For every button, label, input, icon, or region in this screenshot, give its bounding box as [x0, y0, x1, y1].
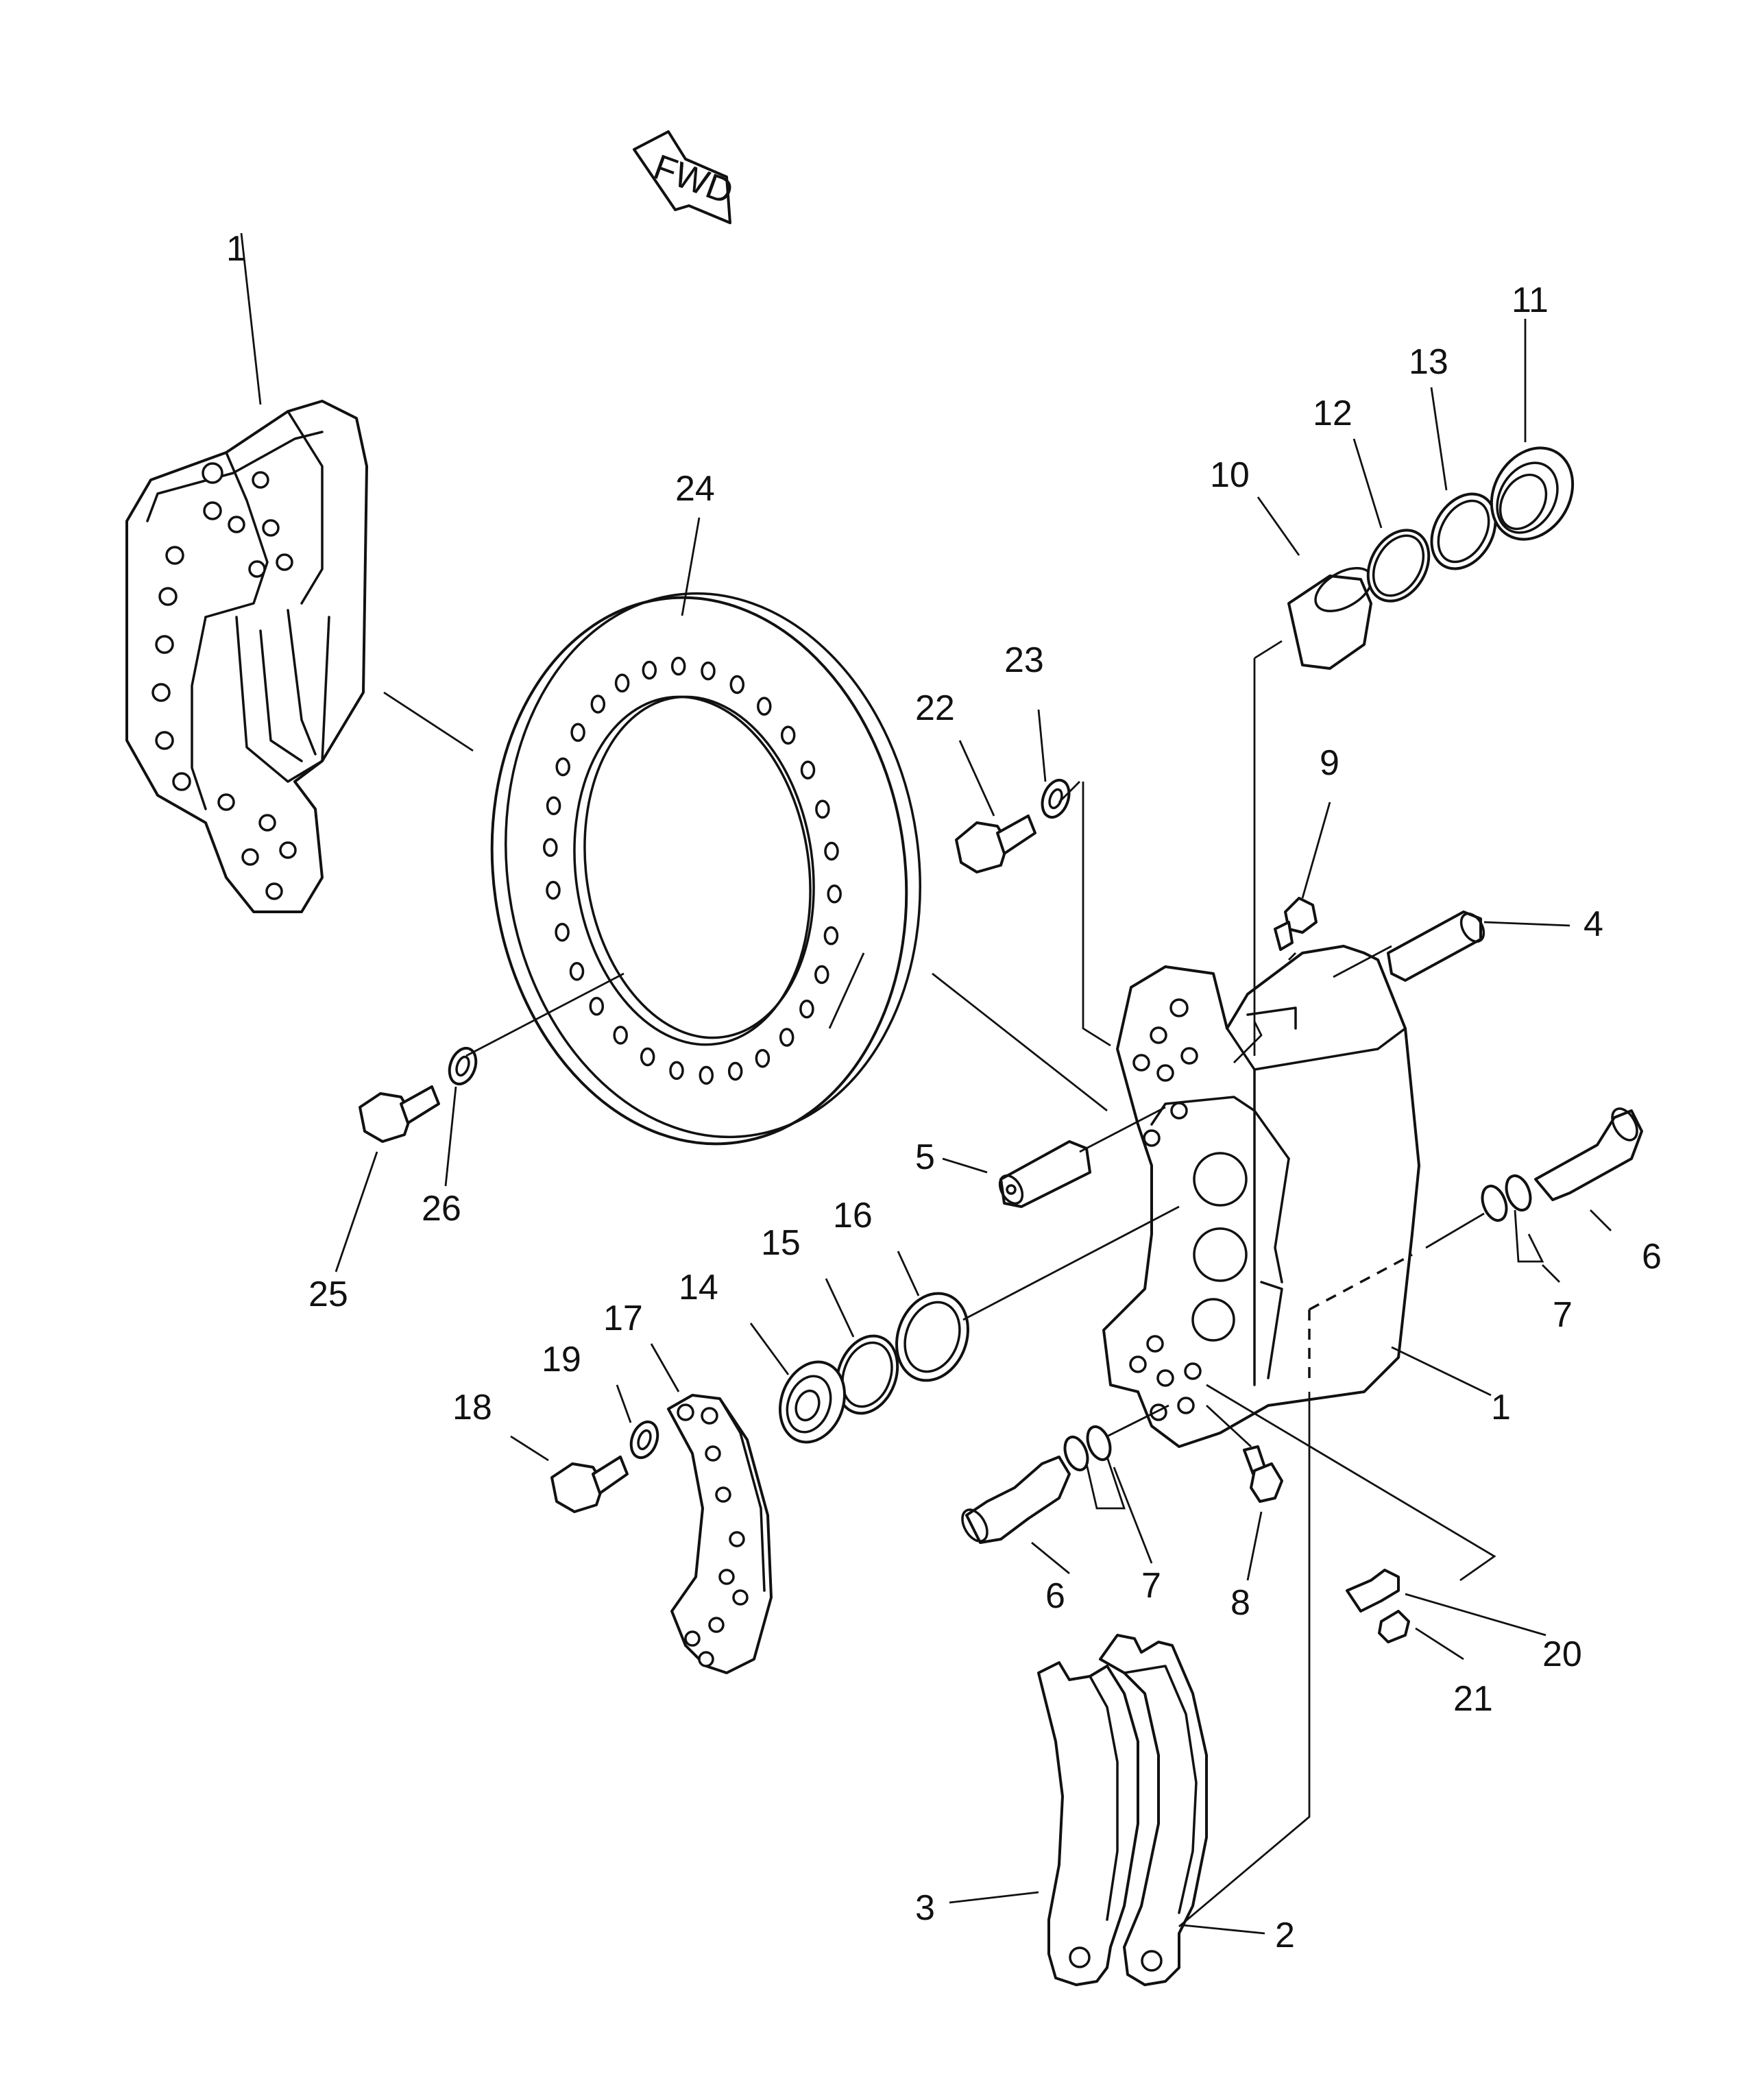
- disc-bolt-hole: [827, 884, 842, 904]
- bleeder-screw-8: [1243, 1445, 1283, 1503]
- callout-6-lower: 6: [1045, 1576, 1065, 1616]
- plate-17: [667, 1394, 773, 1674]
- callout-7-lower: 7: [1141, 1566, 1161, 1606]
- boot-14: [778, 1360, 847, 1444]
- piston: [1287, 567, 1373, 670]
- bolt-22: [955, 814, 1036, 873]
- callout-5: 5: [915, 1137, 935, 1177]
- disc-bolt-hole: [546, 880, 561, 900]
- callout-12: 12: [1313, 394, 1352, 433]
- disc-bolt-hole: [589, 996, 605, 1016]
- cap-21: [1378, 1610, 1410, 1643]
- ring-15: [835, 1334, 899, 1415]
- callout-9: 9: [1320, 743, 1339, 783]
- guide-pin-6-right: [1534, 1107, 1643, 1201]
- callout-26: 26: [422, 1189, 461, 1229]
- dust-boot-11: [1490, 446, 1575, 541]
- callout-25: 25: [308, 1275, 348, 1314]
- callout-10: 10: [1210, 455, 1250, 495]
- disc-bolt-hole: [779, 1028, 794, 1047]
- disc-bolt-hole: [570, 723, 585, 743]
- callout-17: 17: [603, 1299, 643, 1338]
- washer-26: [448, 1046, 478, 1086]
- callout-20: 20: [1542, 1634, 1582, 1674]
- disc-bolt-hole: [569, 962, 585, 981]
- disc-bolt-hole: [799, 999, 814, 1019]
- callout-4: 4: [1584, 904, 1603, 944]
- callout-11: 11: [1512, 280, 1549, 320]
- disc-bolt-hole: [727, 1061, 743, 1081]
- callout-1-right: 1: [1491, 1388, 1511, 1427]
- disc-bolt-hole: [815, 799, 830, 819]
- bolt-18: [550, 1456, 629, 1513]
- caliper-housing-right: [1102, 945, 1420, 1448]
- disc-bolt-hole: [755, 1048, 771, 1068]
- callout-1-top: 1: [226, 229, 246, 269]
- callout-2: 2: [1275, 1916, 1295, 1955]
- disc-bolt-hole: [590, 695, 606, 714]
- washer-19: [629, 1420, 659, 1460]
- fwd-arrow: FWD: [633, 130, 738, 224]
- disc-bolt-hole: [642, 660, 657, 680]
- seal-ring-12: [1366, 529, 1431, 603]
- disc-bolt-hole: [800, 760, 816, 780]
- o-rings-7-lower: [1063, 1425, 1112, 1472]
- washer-23: [1041, 778, 1071, 819]
- callout-21: 21: [1453, 1679, 1493, 1719]
- callout-6-right: 6: [1642, 1237, 1662, 1277]
- fitting-20: [1346, 1569, 1400, 1613]
- bleeder-screw-9: [1274, 897, 1318, 951]
- disc-bolt-hole: [555, 757, 570, 777]
- disc-bolt-hole: [640, 1047, 655, 1067]
- disc-bolt-holes: [543, 656, 842, 1085]
- seal-16: [895, 1292, 969, 1382]
- guide-pin-6-lower: [961, 1456, 1071, 1544]
- disc-bolt-hole: [546, 796, 561, 815]
- callout-3: 3: [915, 1888, 935, 1928]
- callout-7-right: 7: [1553, 1295, 1573, 1335]
- disc-bolt-hole: [757, 697, 772, 716]
- callout-13: 13: [1409, 342, 1448, 382]
- callout-22: 22: [915, 688, 955, 728]
- o-rings-7-right: [1481, 1174, 1532, 1222]
- disc-bolt-hole: [613, 1026, 628, 1045]
- pin-4: [1387, 910, 1485, 982]
- pin-5: [998, 1140, 1091, 1208]
- leader-lines: [240, 232, 1612, 1935]
- disc-bolt-hole: [614, 673, 630, 693]
- brake-pad-3: [1037, 1661, 1139, 1986]
- disc-bolt-hole: [780, 725, 796, 745]
- callout-16: 16: [833, 1196, 873, 1235]
- callout-24: 24: [675, 469, 715, 509]
- disc-bolt-hole: [699, 1065, 714, 1085]
- callout-18: 18: [452, 1388, 492, 1427]
- callout-19: 19: [542, 1340, 581, 1379]
- disc-bolt-hole: [729, 675, 745, 695]
- callout-15: 15: [761, 1223, 801, 1263]
- disc-bolt-hole: [555, 922, 570, 942]
- callout-8: 8: [1230, 1583, 1250, 1623]
- bolt-25: [359, 1085, 440, 1143]
- callout-23: 23: [1004, 640, 1044, 680]
- seal-ring-13: [1430, 492, 1497, 570]
- disc-bolt-hole: [670, 656, 686, 676]
- disc-bolt-hole: [669, 1061, 684, 1081]
- brake-pad-2: [1099, 1634, 1208, 1986]
- disc-bolt-hole: [543, 838, 558, 857]
- disc-bolt-hole: [701, 661, 716, 681]
- disc-bolt-hole: [824, 841, 839, 861]
- caliper-assembly-left: [125, 400, 368, 913]
- disc-bolt-hole: [823, 926, 839, 945]
- disc-bolt-hole: [814, 965, 829, 985]
- callout-labels: 1 24 10 12 13 11 22 23 9 4 5 6 7 1 16 15…: [226, 229, 1662, 1955]
- callout-14: 14: [679, 1268, 718, 1307]
